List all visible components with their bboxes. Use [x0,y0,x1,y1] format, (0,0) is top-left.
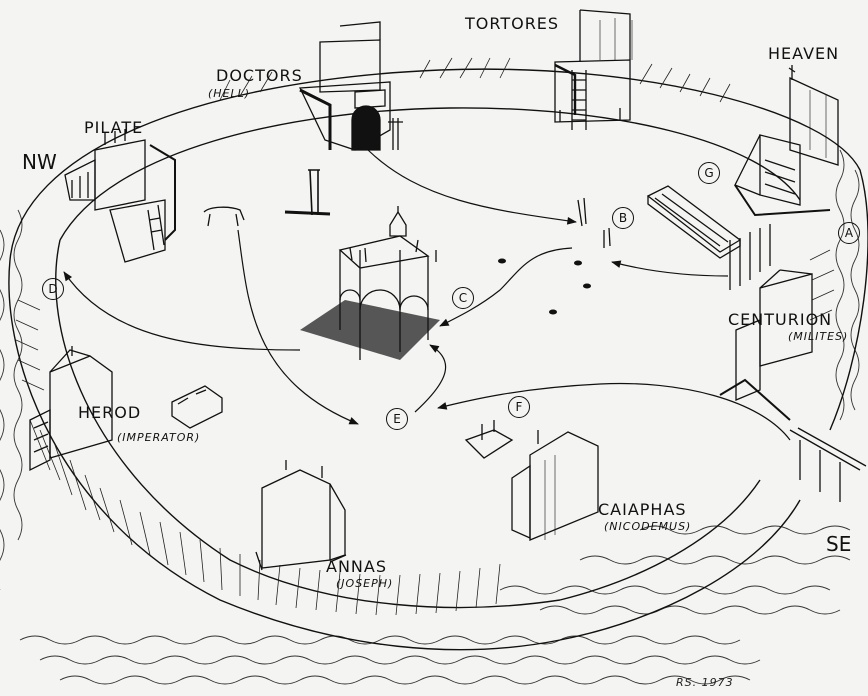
compass-nw: NW [22,150,57,174]
arrow-centre-to-d [63,271,301,351]
bank-hatching [15,57,835,616]
label-pilate: PILATE [84,118,144,137]
arrow-se-to-e [437,382,791,441]
label-annas-sub: (JOSEPH) [336,577,394,590]
label-annas: ANNAS [326,557,387,576]
marker-g: G [698,162,720,184]
arrow-doctors-to-b [367,149,577,225]
marker-b: B [612,207,634,229]
label-caiaphas: CAIAPHAS [598,500,687,519]
label-doctors-sub: (HELL) [208,87,251,100]
compass-se: SE [826,532,852,556]
annas-scaffold [255,460,347,571]
tortores-scaffold [554,9,633,130]
doctors-hell-scaffold [298,21,403,151]
arrow-a-to-b [611,260,729,277]
label-caiaphas-sub: (NICODEMUS) [604,520,692,533]
label-centurion-sub: (MILITES) [788,330,849,343]
earth-bank [8,68,868,651]
water-ditch [0,149,860,685]
artist-signature: RS. 1973 [676,676,734,689]
marker-a: A [838,222,860,244]
label-centurion: CENTURION [728,310,833,329]
heaven-scaffold [734,65,839,217]
movement-arrows [63,149,791,441]
arrow-e-to-centre [414,344,447,413]
label-tortores: TORTORES [465,14,560,33]
pilate-scaffold [64,129,176,263]
label-herod: HEROD [78,403,142,422]
label-herod-sub: (IMPERATOR) [117,431,201,444]
marker-c: C [452,287,474,309]
stones [498,258,591,315]
small-props [171,197,771,459]
arrow-b-to-c [439,247,573,327]
marker-e: E [386,408,408,430]
marker-f: F [508,396,530,418]
central-tower [300,206,440,360]
arrow-pilate-to-e [237,229,359,425]
label-heaven: HEAVEN [768,44,840,63]
herod-scaffold [29,346,113,472]
station-g-bed [646,185,742,259]
centurion-scaffold [719,269,867,502]
marker-d: D [42,278,64,300]
label-doctors: DOCTORS [216,66,303,85]
caiaphas-scaffold [511,430,599,541]
stake [284,169,331,216]
